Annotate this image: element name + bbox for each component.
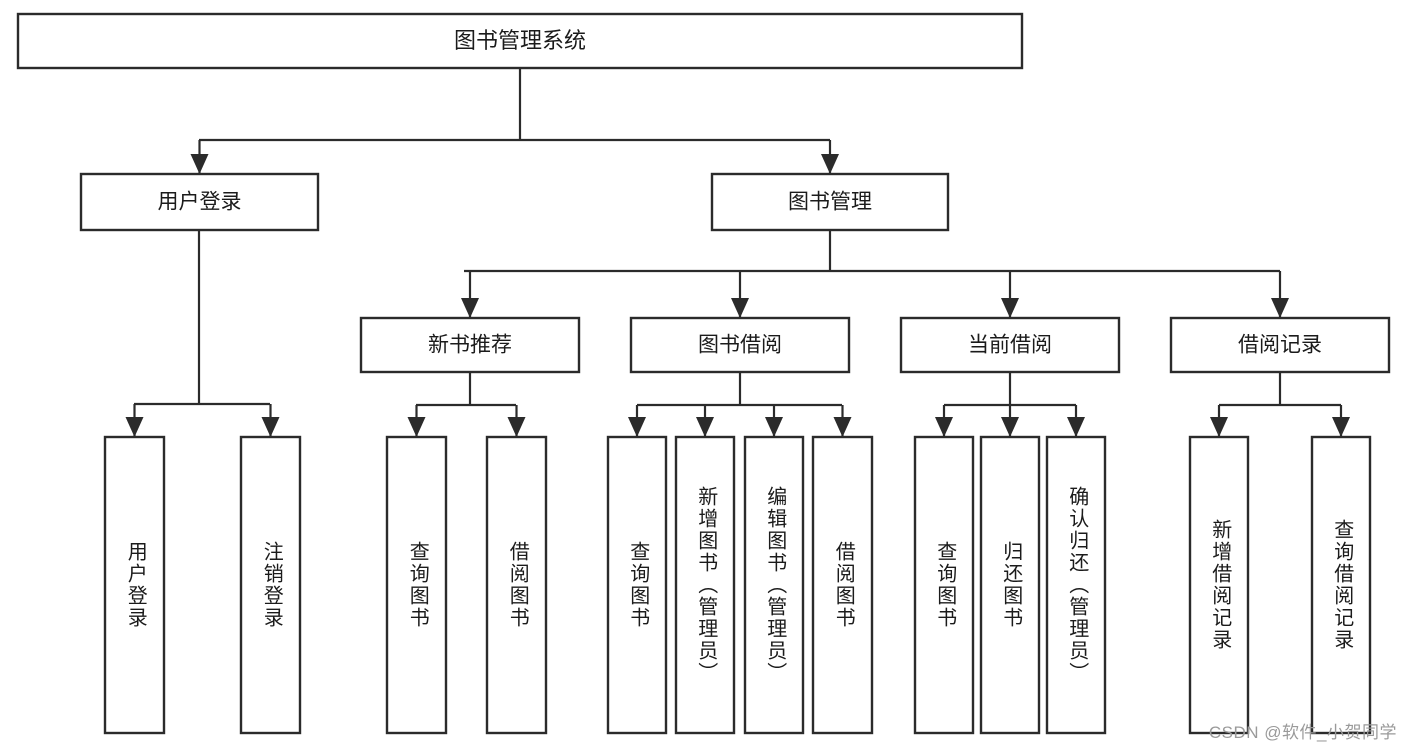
node-leaf-query-book-1[interactable] <box>385 435 448 735</box>
node-root-box[interactable] <box>16 12 1024 70</box>
node-book-borrow-label: 图书借阅 <box>698 334 782 357</box>
node-borrow-record-label: 借阅记录 <box>1238 334 1322 357</box>
node-new-book-recommend[interactable] <box>359 316 581 374</box>
connector-arrow-leaf-query-record <box>1332 417 1350 437</box>
node-root-label: 图书管理系统 <box>454 28 586 53</box>
connector-arrow-leaf-query-book-1 <box>407 417 426 437</box>
node-new-book-recommend-label: 新书推荐 <box>428 334 512 357</box>
connector-arrow-borrow-record <box>1271 298 1289 318</box>
node-leaf-add-book[interactable] <box>674 435 736 735</box>
node-leaf-confirm-return[interactable] <box>1045 435 1107 735</box>
node-book-manage-label: 图书管理 <box>788 191 872 214</box>
node-leaf-return-book-box[interactable] <box>979 435 1041 735</box>
node-current-borrow-box[interactable] <box>899 316 1121 374</box>
node-root[interactable] <box>16 12 1024 70</box>
connector-arrow-leaf-query-book-3 <box>935 417 953 437</box>
node-book-borrow-box[interactable] <box>629 316 851 374</box>
node-leaf-user-login[interactable] <box>103 435 166 735</box>
node-leaf-confirm-return-box[interactable] <box>1045 435 1107 735</box>
connector-arrow-leaf-confirm-return <box>1067 417 1085 437</box>
connector-arrow-leaf-user-login <box>125 417 144 437</box>
connector-arrow-book-borrow <box>731 298 749 318</box>
connector-arrow-leaf-edit-book <box>765 417 783 437</box>
node-leaf-query-book-3[interactable] <box>913 435 975 735</box>
node-leaf-user-logout[interactable] <box>239 435 302 735</box>
connector-arrow-current-borrow <box>1001 298 1019 318</box>
node-leaf-query-book-2-box[interactable] <box>606 435 668 735</box>
node-user-login-label: 用户登录 <box>158 191 242 214</box>
connector-layer <box>125 68 1350 437</box>
connector-arrow-book-manage <box>821 154 839 174</box>
connector-arrow-leaf-borrow-book-1 <box>507 417 526 437</box>
node-borrow-record-box[interactable] <box>1169 316 1391 374</box>
node-leaf-query-book-1-box[interactable] <box>385 435 448 735</box>
watermark: CSDN @软件_小贺同学 <box>1208 723 1397 742</box>
node-user-login-box[interactable] <box>79 172 320 232</box>
node-box-layer <box>16 12 1391 735</box>
connector-arrow-leaf-add-record <box>1210 417 1228 437</box>
node-leaf-edit-book-box[interactable] <box>743 435 805 735</box>
node-leaf-borrow-book-1-box[interactable] <box>485 435 548 735</box>
node-leaf-borrow-book-1[interactable] <box>485 435 548 735</box>
node-leaf-query-book-2[interactable] <box>606 435 668 735</box>
node-leaf-query-book-3-box[interactable] <box>913 435 975 735</box>
node-current-borrow-label: 当前借阅 <box>968 334 1052 357</box>
node-leaf-query-record[interactable] <box>1310 435 1372 735</box>
node-leaf-add-record-box[interactable] <box>1188 435 1250 735</box>
node-leaf-user-login-box[interactable] <box>103 435 166 735</box>
connector-arrow-leaf-add-book <box>696 417 714 437</box>
node-leaf-edit-book[interactable] <box>743 435 805 735</box>
connector-arrow-leaf-return-book <box>1001 417 1019 437</box>
connector-arrow-leaf-user-logout <box>261 417 280 437</box>
node-leaf-add-record[interactable] <box>1188 435 1250 735</box>
node-leaf-borrow-book-2[interactable] <box>811 435 874 735</box>
node-user-login[interactable] <box>79 172 320 232</box>
node-borrow-record[interactable] <box>1169 316 1391 374</box>
connector-arrow-user-login <box>190 154 209 174</box>
connector-arrow-leaf-query-book-2 <box>628 417 646 437</box>
node-current-borrow[interactable] <box>899 316 1121 374</box>
node-leaf-borrow-book-2-box[interactable] <box>811 435 874 735</box>
node-leaf-query-record-box[interactable] <box>1310 435 1372 735</box>
connector-arrow-leaf-borrow-book-2 <box>833 417 852 437</box>
node-leaf-add-book-box[interactable] <box>674 435 736 735</box>
node-book-borrow[interactable] <box>629 316 851 374</box>
node-book-manage-box[interactable] <box>710 172 950 232</box>
node-leaf-return-book[interactable] <box>979 435 1041 735</box>
connector-arrow-new-book-recommend <box>461 298 479 318</box>
node-new-book-recommend-box[interactable] <box>359 316 581 374</box>
node-leaf-user-logout-box[interactable] <box>239 435 302 735</box>
node-book-manage[interactable] <box>710 172 950 232</box>
